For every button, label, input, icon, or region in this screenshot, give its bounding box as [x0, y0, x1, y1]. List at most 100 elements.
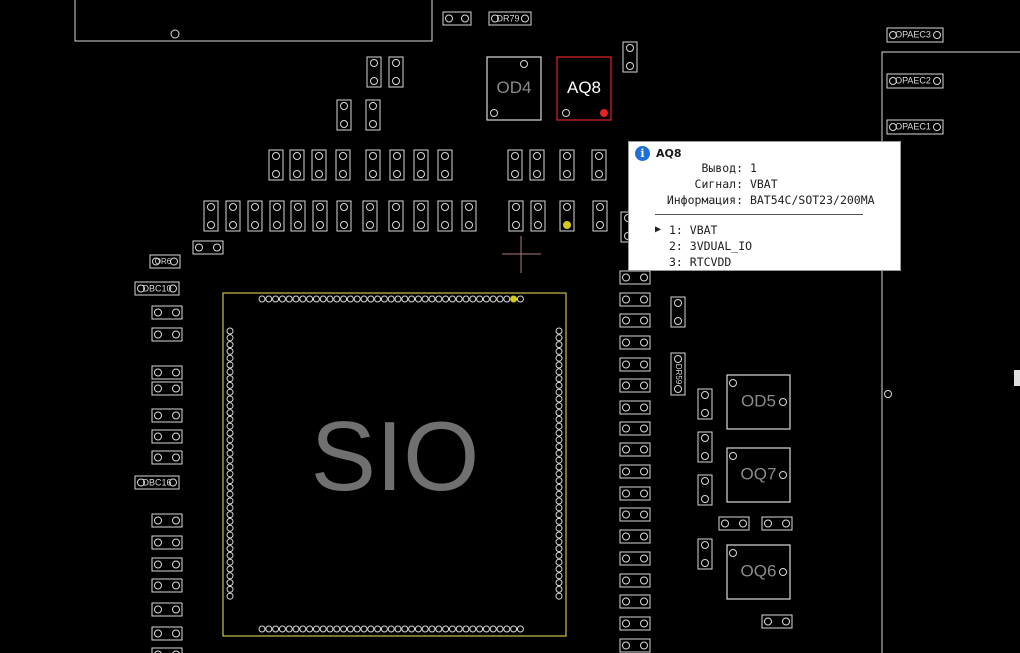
- smd-right-column-part[interactable]: [619, 421, 651, 436]
- smd-left-column-part[interactable]: [151, 429, 183, 444]
- smd-left-column-part[interactable]: [151, 365, 183, 380]
- smd-row2-part[interactable]: [312, 200, 328, 232]
- smd-right-column-part[interactable]: [619, 464, 651, 479]
- component-od5[interactable]: [726, 374, 791, 430]
- pin-list-item-2[interactable]: 2: 3VDUAL_IO: [669, 239, 753, 253]
- smd-part-dr59[interactable]: [670, 352, 686, 396]
- component-oq7[interactable]: [726, 447, 791, 503]
- smd-resistor[interactable]: [761, 614, 793, 629]
- smd-left-column-part[interactable]: [151, 578, 183, 593]
- smd-part-opaec3[interactable]: [886, 27, 944, 43]
- part-outline: [442, 11, 472, 26]
- smd-resistor-top[interactable]: [442, 11, 472, 26]
- smd-left-column-part[interactable]: [151, 535, 183, 550]
- smd-right-column-part[interactable]: [619, 313, 651, 328]
- smd-row1-part[interactable]: [413, 149, 429, 181]
- smd-row2-part[interactable]: [269, 200, 285, 232]
- smd-row2-part[interactable]: [461, 200, 477, 232]
- smd-left-column-part[interactable]: [151, 305, 183, 320]
- smd-right-column-part[interactable]: [619, 400, 651, 415]
- smd-right-column-part[interactable]: [619, 529, 651, 544]
- smd-row2-part[interactable]: [225, 200, 241, 232]
- component-outline: [726, 374, 791, 430]
- part-outline: [592, 200, 608, 232]
- smd-resistor-vertical[interactable]: [388, 56, 404, 88]
- smd-right-column-part[interactable]: [619, 573, 651, 588]
- smd-right-column-part[interactable]: [619, 357, 651, 372]
- smd-row2-part[interactable]: [559, 200, 575, 232]
- smd-right-column-part[interactable]: [619, 594, 651, 609]
- smd-resistor[interactable]: [761, 516, 793, 531]
- smd-resistor-vertical[interactable]: [336, 99, 352, 131]
- smd-part-dbc10[interactable]: [134, 281, 180, 296]
- smd-row2-part[interactable]: [413, 200, 429, 232]
- smd-left-column-part[interactable]: [151, 626, 183, 641]
- smd-left-column-part[interactable]: [151, 513, 183, 528]
- smd-resistor[interactable]: [192, 240, 224, 255]
- smd-row1-part[interactable]: [591, 149, 607, 181]
- smd-row2-part[interactable]: [203, 200, 219, 232]
- smd-right-column-part[interactable]: [619, 551, 651, 566]
- smd-row1-part[interactable]: [311, 149, 327, 181]
- smd-resistor-vertical[interactable]: [697, 431, 713, 463]
- smd-row1-part[interactable]: [268, 149, 284, 181]
- smd-row2-part[interactable]: [362, 200, 378, 232]
- smd-left-column-part[interactable]: [151, 450, 183, 465]
- smd-left-column-part[interactable]: [151, 327, 183, 342]
- smd-right-column-part[interactable]: [619, 442, 651, 457]
- pad: [779, 568, 787, 576]
- smd-row2-part[interactable]: [336, 200, 352, 232]
- smd-left-column-part[interactable]: [151, 557, 183, 572]
- smd-resistor-vertical[interactable]: [365, 99, 381, 131]
- smd-resistor-vertical[interactable]: [366, 56, 382, 88]
- smd-right-column-part[interactable]: [619, 486, 651, 501]
- pin-list-item-1[interactable]: 1: VBAT: [669, 223, 718, 237]
- sio-ic[interactable]: [222, 292, 567, 637]
- component-oq6[interactable]: [726, 544, 791, 600]
- smd-row2-part[interactable]: [508, 200, 524, 232]
- smd-resistor-dr79[interactable]: [488, 11, 532, 26]
- smd-row2-part[interactable]: [290, 200, 306, 232]
- pin-list-item-3[interactable]: 3: RTCVDD: [669, 255, 732, 269]
- smd-right-column-part[interactable]: [619, 270, 651, 285]
- smd-right-column-part[interactable]: [619, 616, 651, 631]
- smd-right-column-part[interactable]: [619, 638, 651, 653]
- smd-resistor[interactable]: [718, 516, 750, 531]
- smd-right-column-part[interactable]: [619, 335, 651, 350]
- smd-resistor-vertical[interactable]: [670, 296, 686, 328]
- smd-right-column-part[interactable]: [619, 507, 651, 522]
- smd-right-column-part[interactable]: [619, 378, 651, 393]
- smd-part-opaec1[interactable]: [886, 119, 944, 135]
- ic-pin: [272, 625, 280, 633]
- smd-row2-part[interactable]: [437, 200, 453, 232]
- smd-row2-part[interactable]: [247, 200, 263, 232]
- smd-left-column-part[interactable]: [151, 408, 183, 423]
- part-outline: [151, 626, 183, 641]
- component-aq8[interactable]: [556, 56, 612, 121]
- smd-resistor-vertical[interactable]: [697, 474, 713, 506]
- smd-row1-part[interactable]: [389, 149, 405, 181]
- smd-row2-part[interactable]: [592, 200, 608, 232]
- smd-resistor-vertical[interactable]: [697, 388, 713, 420]
- smd-left-column-part[interactable]: [151, 647, 183, 653]
- smd-right-column-part[interactable]: [619, 292, 651, 307]
- smd-left-column-part[interactable]: [151, 602, 183, 617]
- pad: [393, 170, 401, 178]
- smd-row1-part[interactable]: [437, 149, 453, 181]
- smd-row1-part[interactable]: [529, 149, 545, 181]
- smd-row2-part[interactable]: [530, 200, 546, 232]
- smd-row1-part[interactable]: [335, 149, 351, 181]
- smd-row1-part[interactable]: [289, 149, 305, 181]
- smd-resistor-vertical[interactable]: [697, 538, 713, 570]
- smd-row1-part[interactable]: [559, 149, 575, 181]
- smd-row1-part[interactable]: [365, 149, 381, 181]
- smd-left-column-part[interactable]: [151, 381, 183, 396]
- smd-part-dbc16[interactable]: [134, 475, 180, 490]
- smd-row1-part[interactable]: [507, 149, 523, 181]
- smd-part-or6[interactable]: [149, 254, 181, 269]
- smd-part-opaec2[interactable]: [886, 73, 944, 89]
- smd-row2-part[interactable]: [388, 200, 404, 232]
- component-od4[interactable]: [486, 56, 542, 121]
- smd-resistor-vertical[interactable]: [622, 41, 638, 73]
